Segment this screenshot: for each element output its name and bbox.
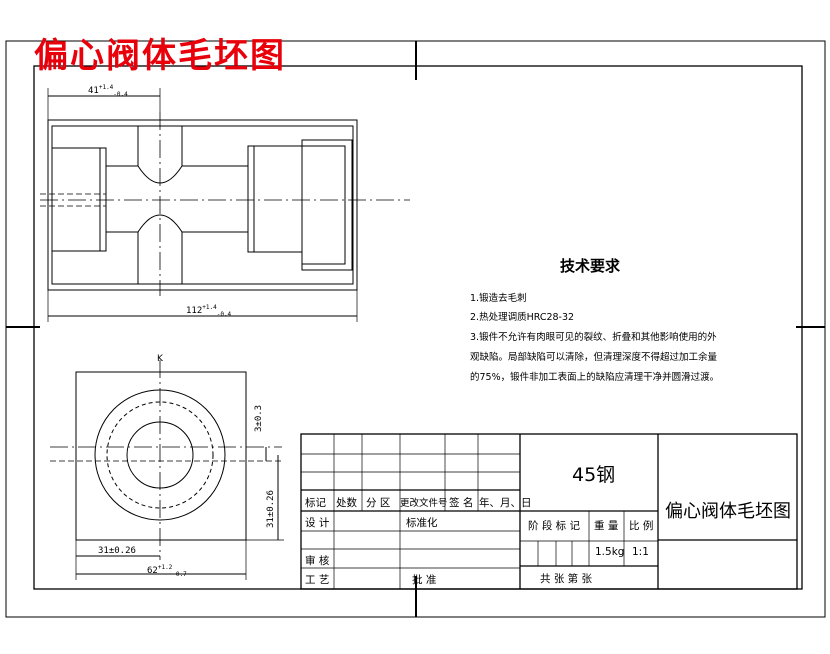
section-label: K <box>157 354 163 364</box>
dim-side-half: 31±0.26 <box>98 546 136 556</box>
tech-req-line: 1.锻造去毛刺 <box>470 293 527 304</box>
scale-value: 1:1 <box>632 546 649 558</box>
dim-height-offset: 3±0.3 <box>254 404 264 432</box>
side-view <box>50 360 284 580</box>
rev-header-mark: 标记 <box>305 497 326 509</box>
front-view <box>40 88 410 322</box>
standardization-label: 标准化 <box>406 517 438 529</box>
design-label: 设 计 <box>305 517 330 529</box>
dim-length: 112+1.4-0.4 <box>186 304 232 318</box>
weight-value: 1.5kg <box>595 546 625 558</box>
tech-req-line: 2.热处理调质HRC28-32 <box>470 312 575 323</box>
process-label: 工 艺 <box>305 574 330 586</box>
rev-header-count: 处数 <box>336 497 357 509</box>
material-label: 45钢 <box>572 464 616 486</box>
title-block-drawing-name: 偏心阀体毛坯图 <box>665 501 791 522</box>
sheets-label: 共 张 第 张 <box>540 573 593 585</box>
title-block-lines <box>300 433 798 590</box>
approve-label: 批 准 <box>412 574 437 586</box>
rev-header-zone: 分 区 <box>366 497 391 509</box>
stage-label: 阶 段 标 记 <box>528 520 581 532</box>
dim-top-width: 41+1.4-0.4 <box>88 84 128 98</box>
weight-label: 重 量 <box>594 520 619 532</box>
dim-height-half: 31±0.26 <box>266 490 276 528</box>
rev-header-doc: 更改文件号 <box>400 498 448 509</box>
review-label: 审 核 <box>305 555 330 567</box>
tech-req-line: 的75%，锻件非加工表面上的缺陷应清理干净并圆滑过渡。 <box>470 372 720 383</box>
drawing-title: 偏心阀体毛坯图 <box>34 36 286 76</box>
rev-header-sign: 签 名 <box>449 497 474 509</box>
tech-req-line: 观缺陷。局部缺陷可以清除，但清理深度不得超过加工余量 <box>470 352 718 363</box>
dim-side-total: 62+1.2-0.7 <box>147 564 187 578</box>
technical-requirements-heading: 技术要求 <box>560 257 621 275</box>
rev-header-date: 年、月、日 <box>479 497 532 509</box>
scale-label: 比 例 <box>629 520 654 532</box>
tech-req-line: 3.锻件不允许有肉眼可见的裂纹、折叠和其他影响使用的外 <box>470 332 717 343</box>
